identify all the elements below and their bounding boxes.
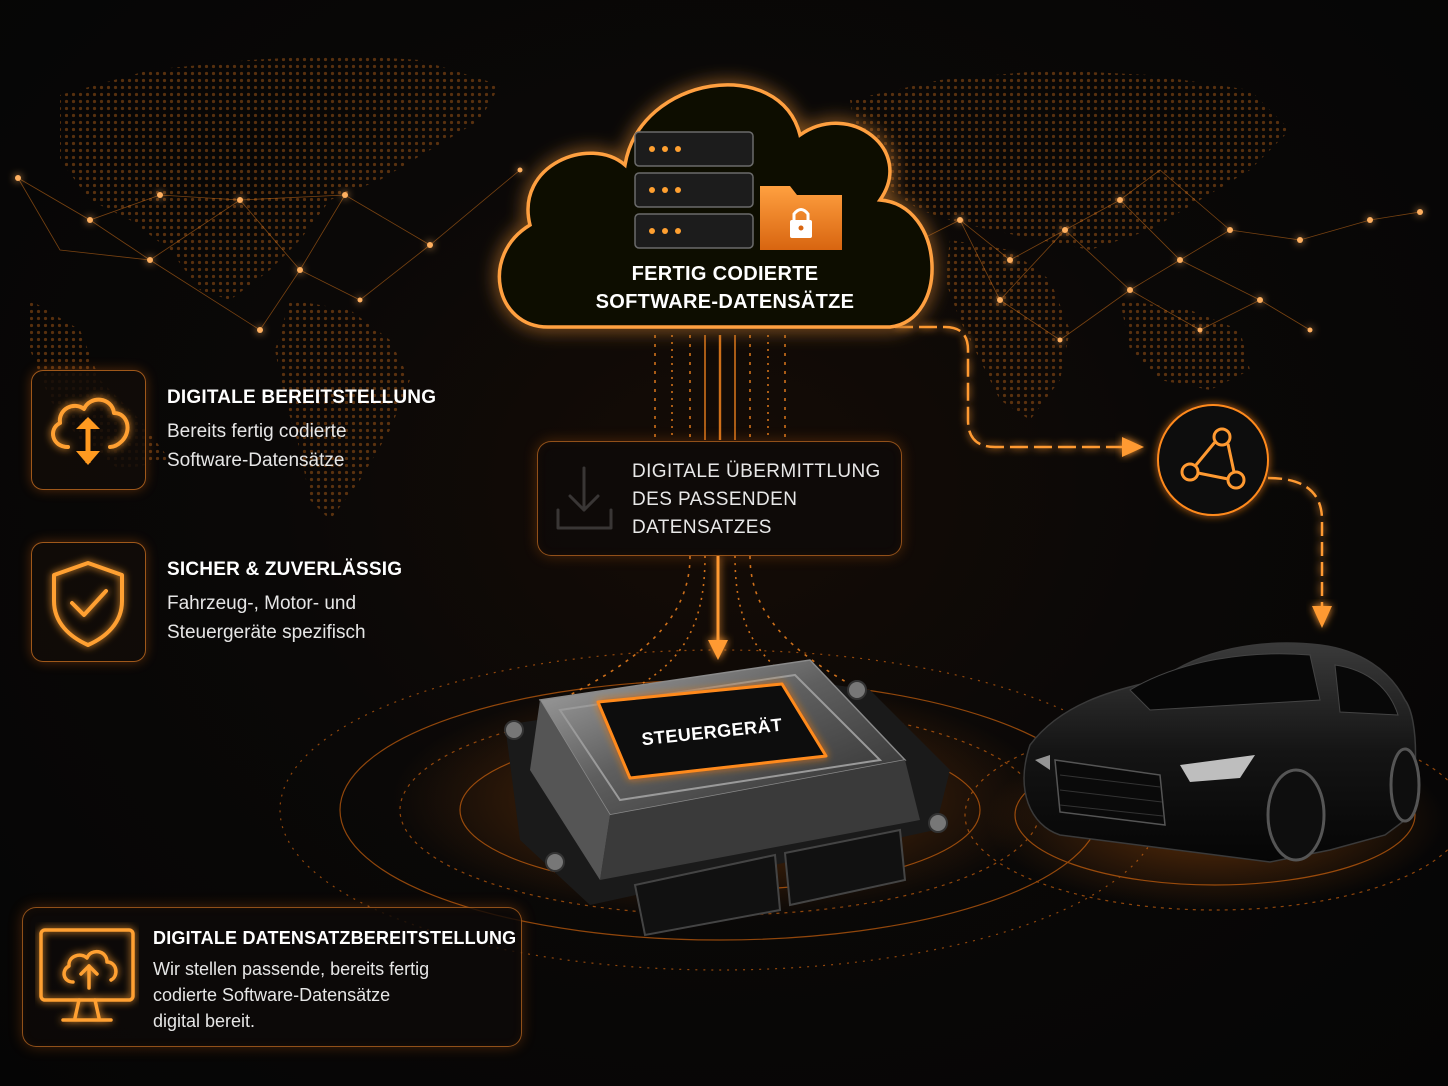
bottom-card-line-1: Wir stellen passende, bereits fertig	[153, 959, 430, 979]
route-path	[895, 325, 1324, 612]
transfer-line-1: DIGITALE ÜBERMITTLUNG	[632, 461, 881, 482]
feature-icon-box-1	[31, 370, 146, 490]
feature-2-line-2: Steuergeräte spezifisch	[167, 622, 366, 643]
feature-2-text: Fahrzeug-, Motor- und Steuergeräte spezi…	[167, 589, 366, 647]
network-nodes	[15, 167, 1423, 343]
ecu-label-plate	[596, 682, 828, 780]
arrow-to-car	[1312, 606, 1332, 628]
feature-icon-box-2	[31, 542, 146, 662]
shield-check-icon	[52, 561, 124, 647]
bottom-card-line-2: codierte Software-Datensätze	[153, 985, 391, 1005]
transfer-text: DIGITALE ÜBERMITTLUNG DES PASSENDEN DATE…	[632, 458, 881, 542]
cloud-title-line2: SOFTWARE-DATENSÄTZE	[595, 291, 855, 313]
monitor-cloud-upload-icon	[39, 928, 135, 1022]
arrow-to-hub	[1122, 437, 1144, 457]
feature-1-title: DIGITALE BEREITSTELLUNG	[167, 387, 437, 408]
cloud-download-icon	[51, 397, 130, 465]
bottom-card-title: DIGITALE DATENSATZBEREITSTELLUNG	[153, 928, 517, 948]
transfer-card	[537, 441, 902, 556]
locked-folder-icon	[760, 186, 842, 250]
feature-2-line-1: Fahrzeug-, Motor- und	[167, 593, 357, 614]
transfer-line-2: DES PASSENDEN	[632, 489, 798, 510]
bottom-card-text: Wir stellen passende, bereits fertig cod…	[153, 956, 429, 1034]
world-map-dots	[30, 55, 1290, 520]
main-arrow	[708, 556, 728, 660]
feature-1-text: Bereits fertig codierte Software-Datensä…	[167, 417, 347, 475]
transfer-line-3: DATENSATZES	[632, 517, 772, 538]
cloud-title-line1: FERTIG CODIERTE	[631, 263, 819, 285]
bottom-card-line-3: digital bereit.	[153, 1011, 256, 1031]
feature-2-title: SICHER & ZUVERLÄSSIG	[167, 559, 403, 580]
feature-1-line-1: Bereits fertig codierte	[167, 421, 347, 442]
server-rack-icon	[634, 131, 754, 249]
bottom-card	[22, 907, 522, 1047]
car-image	[1023, 642, 1421, 863]
feature-1-line-2: Software-Datensätze	[167, 450, 345, 471]
share-hub-icon	[1157, 404, 1269, 516]
